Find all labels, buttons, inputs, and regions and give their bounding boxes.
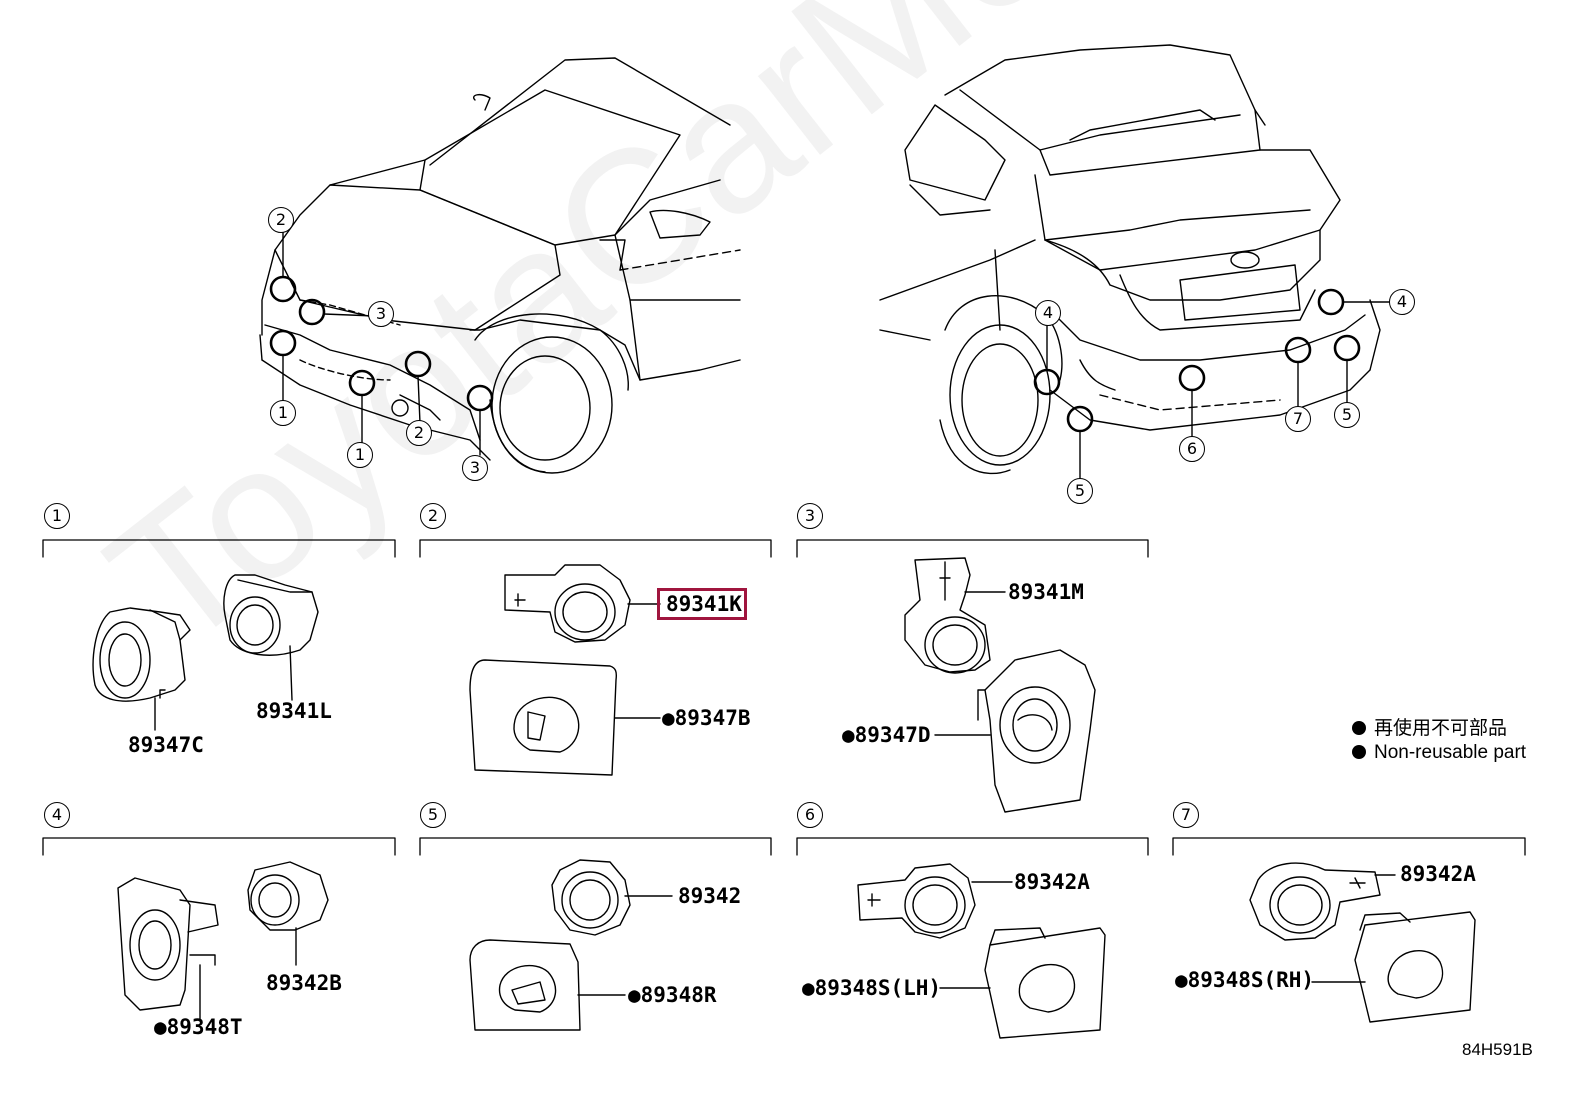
front-callout-3-lower: 3	[462, 455, 488, 481]
group7-retainer-drawing	[1311, 911, 1476, 1023]
part-number-89347C[interactable]: 89347C	[128, 733, 204, 757]
legend-line-jp: 再使用不可部品	[1352, 717, 1507, 741]
front-callout-2-upper: 2	[268, 207, 294, 233]
group6-sensor-drawing	[857, 863, 1013, 939]
group-7-number: 7	[1173, 802, 1199, 828]
group6-retainer-drawing	[939, 927, 1106, 1039]
group3-sensor-drawing	[904, 557, 1006, 674]
group3-retainer-drawing	[934, 649, 1096, 813]
part-number-89341L[interactable]: 89341L	[256, 699, 332, 723]
group5-sensor-drawing	[551, 859, 673, 936]
part-number-89342A-rh[interactable]: 89342A	[1400, 862, 1476, 886]
group-3-number: 3	[797, 503, 823, 529]
group1-sensor-drawing	[223, 574, 319, 701]
part-number-89348R[interactable]: ●89348R	[628, 983, 717, 1007]
part-number-89347D[interactable]: ●89347D	[842, 723, 931, 747]
bullet-icon	[1352, 745, 1366, 759]
group7-sensor-drawing	[1249, 862, 1396, 941]
part-number-89342[interactable]: 89342	[678, 884, 742, 908]
group5-retainer-drawing	[469, 939, 626, 1031]
part-number-89348S-LH[interactable]: ●89348S(LH)	[802, 976, 942, 1000]
front-callout-1-left: 1	[270, 400, 296, 426]
rear-callout-4-left: 4	[1035, 300, 1061, 326]
group-5-number: 5	[420, 802, 446, 828]
group-6-number: 6	[797, 802, 823, 828]
group-1-number: 1	[44, 503, 70, 529]
rear-car-illustration	[879, 44, 1396, 479]
front-callout-1-center: 1	[347, 442, 373, 468]
front-callout-3-upper: 3	[368, 301, 394, 327]
group4-retainer-drawing	[117, 877, 219, 1021]
part-number-89341K[interactable]: 89341K	[666, 592, 742, 616]
group-brackets	[42, 539, 1526, 856]
group-4-number: 4	[44, 802, 70, 828]
rear-callout-7: 7	[1285, 406, 1311, 432]
part-number-89348S-RH[interactable]: ●89348S(RH)	[1175, 968, 1315, 992]
part-number-89347B[interactable]: ●89347B	[662, 706, 751, 730]
group-2-number: 2	[420, 503, 446, 529]
rear-callout-5-left: 5	[1067, 478, 1093, 504]
rear-callout-5-right: 5	[1334, 402, 1360, 428]
highlight-box	[657, 588, 747, 620]
part-number-89342B[interactable]: 89342B	[266, 971, 342, 995]
drawing-code: 84H591B	[1462, 1040, 1533, 1059]
group2-retainer-drawing	[469, 659, 661, 776]
bullet-icon	[1352, 721, 1366, 735]
rear-callout-6: 6	[1179, 436, 1205, 462]
front-car-illustration	[259, 57, 741, 474]
part-number-89342A-lh[interactable]: 89342A	[1014, 870, 1090, 894]
group2-sensor-drawing	[504, 564, 661, 643]
group4-sensor-drawing	[247, 861, 329, 966]
front-callout-2-lower: 2	[406, 420, 432, 446]
rear-callout-4-right: 4	[1389, 289, 1415, 315]
part-number-89348T[interactable]: ●89348T	[154, 1015, 243, 1039]
part-number-89341M[interactable]: 89341M	[1008, 580, 1084, 604]
group1-retainer-drawing	[92, 607, 191, 731]
legend-line-en: Non-reusable part	[1352, 741, 1526, 765]
